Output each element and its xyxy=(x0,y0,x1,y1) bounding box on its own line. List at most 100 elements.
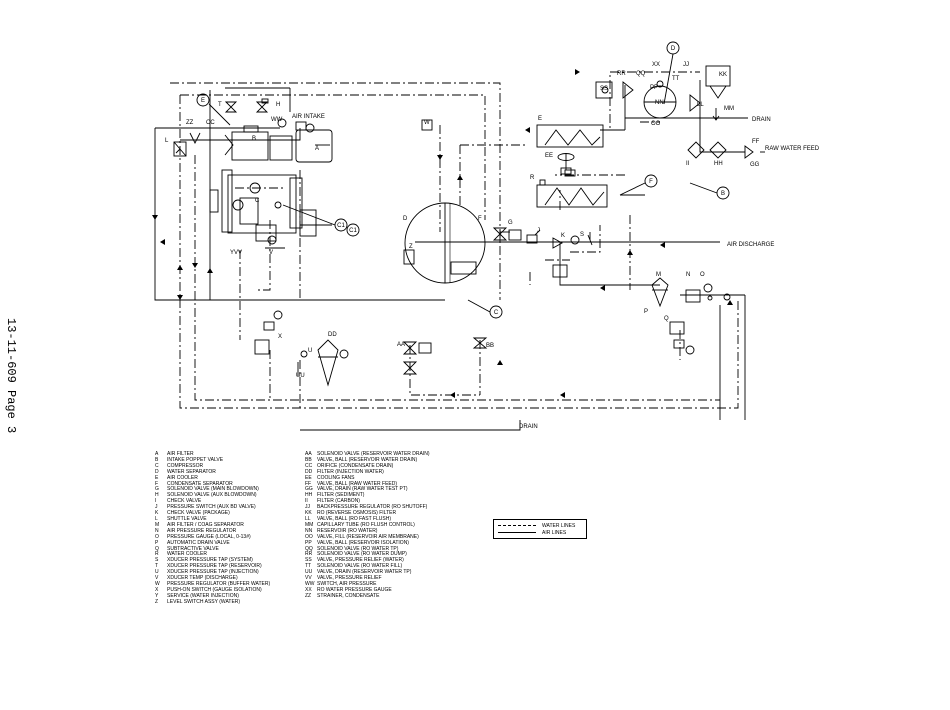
legend-description: WATER SEPARATOR xyxy=(167,468,216,475)
filter-regulator-M-N xyxy=(651,277,731,308)
component-tag-ff: FF xyxy=(752,139,760,145)
legend-key: UU xyxy=(305,569,313,576)
legend-description: VALVE, DRAIN (RESERVOIR WATER TP) xyxy=(317,569,412,576)
label-air-discharge: AIR DISCHARGE xyxy=(727,242,774,248)
key-water-row: WATER LINES xyxy=(498,522,575,529)
legend-key: PP xyxy=(305,539,312,546)
legend-description: VALVE, BALL (RESERVOIR ISOLATION) xyxy=(317,539,409,546)
legend-description: XDUCER TEMP (DISCHARGE) xyxy=(167,575,238,582)
legend-key: AA xyxy=(305,451,312,457)
buffer-regulator-W xyxy=(254,310,283,355)
legend-key: Z xyxy=(155,598,159,605)
legend-description: WATER COOLER xyxy=(167,551,208,558)
label-raw-water-feed: RAW WATER FEED xyxy=(765,146,820,152)
legend-description: PRESSURE REGULATOR (BUFFER WATER) xyxy=(167,580,271,587)
legend-key: NN xyxy=(305,527,313,534)
legend-key: RR xyxy=(305,551,313,558)
legend-description: FILTER (INJECTION WATER) xyxy=(317,468,384,475)
component-tag-ww: WW xyxy=(271,117,283,123)
page-number-text: 13-11-609 Page 3 xyxy=(4,318,18,434)
legend-key: V xyxy=(155,575,159,582)
legend-item: V XDUCER TEMP (DISCHARGE) xyxy=(155,575,270,582)
legend-description: SOLENOID VALVE (AUX BLOWDOWN) xyxy=(167,492,257,499)
legend-description: VALVE, FILL (RESERVOIR AIR MEMBRANE) xyxy=(317,533,419,540)
component-tag-ll: LL xyxy=(697,102,704,108)
legend-key: P xyxy=(155,539,159,546)
legend-description: ORIFICE (CONDENSATE DRAIN) xyxy=(317,462,394,469)
legend-description: XDUCER PRESSURE TAP (INJECTION) xyxy=(167,569,259,576)
component-tag-cc: CC xyxy=(206,120,215,126)
legend-key: II xyxy=(305,498,308,505)
line-type-key: WATER LINES AIR LINES xyxy=(493,519,587,539)
component-tag-kk: KK xyxy=(719,72,727,78)
component-tag-qq: QQ xyxy=(636,71,646,77)
legend-key: K xyxy=(155,510,159,517)
injection-filter-DD xyxy=(297,339,349,387)
legend-description: SOLENOID VALVE (RO WATER FILL) xyxy=(317,563,403,570)
flow-arrows xyxy=(152,69,733,398)
legend-item: P AUTOMATIC DRAIN VALVE xyxy=(155,539,270,547)
ro-reservoir xyxy=(595,65,731,119)
legend-description: AIR FILTER / COAG SEPARATOR xyxy=(167,521,244,528)
legend-item: BB VALVE, BALL (RESERVOIR WATER DRAIN) xyxy=(305,456,430,464)
legend-key: QQ xyxy=(305,545,313,552)
subtractive-valve-Q xyxy=(669,321,695,355)
legend-description: AUTOMATIC DRAIN VALVE xyxy=(167,539,230,546)
callout-C1-a: C1 xyxy=(337,223,345,229)
legend-key: KK xyxy=(305,510,312,517)
legend-description: AIR PRESSURE REGULATOR xyxy=(167,527,237,534)
component-tag-r: R xyxy=(530,175,535,181)
label-drain-bottom: DRAIN xyxy=(519,424,538,430)
legend-description: XDUCER PRESSURE TAP (SYSTEM) xyxy=(167,557,253,564)
legend-key: F xyxy=(155,480,159,487)
component-tag-o: O xyxy=(700,272,705,278)
component-tag-gg: GG xyxy=(750,162,760,168)
component-tag-ii: II xyxy=(686,161,690,167)
air-lines xyxy=(154,80,765,431)
water-separator xyxy=(403,202,486,284)
component-tag-y: Y xyxy=(230,250,234,256)
legend-key: J xyxy=(155,504,158,511)
reservoir-drain-AA-BB xyxy=(402,337,488,375)
legend-description: FILTER (SEDIMENT) xyxy=(317,492,365,499)
component-tag-v: V xyxy=(269,250,273,256)
legend-description: CHECK VALVE (PACKAGE) xyxy=(167,510,230,517)
legend-key: VV xyxy=(305,575,312,582)
legend-description: VALVE, BALL (RESERVOIR WATER DRAIN) xyxy=(317,456,418,463)
legend-description: STRAINER, CONDENSATE xyxy=(317,592,380,599)
raw-water-filters xyxy=(687,108,754,159)
legend-item: UU VALVE, DRAIN (RESERVOIR WATER TP) xyxy=(305,569,430,576)
switch-check-J-K xyxy=(526,229,593,278)
legend-key: T xyxy=(155,563,159,570)
component-tag-t: T xyxy=(218,102,222,108)
legend-description: PRESSURE SWITCH (AUX BD VALVE) xyxy=(167,504,256,511)
legend-key: I xyxy=(155,498,157,505)
legend-key: B xyxy=(155,456,159,463)
legend-key: TT xyxy=(305,563,312,570)
component-tag-g: G xyxy=(508,220,513,226)
component-tag-a: A xyxy=(315,146,319,152)
legend-description: SWITCH, AIR PRESSURE xyxy=(317,580,377,587)
legend-key: BB xyxy=(305,456,312,463)
component-tag-f: F xyxy=(478,216,482,222)
legend-description: VALVE, BALL (RAW WATER FEED) xyxy=(317,480,398,487)
callout-labels: D E F B C C1 C1 xyxy=(201,46,725,316)
